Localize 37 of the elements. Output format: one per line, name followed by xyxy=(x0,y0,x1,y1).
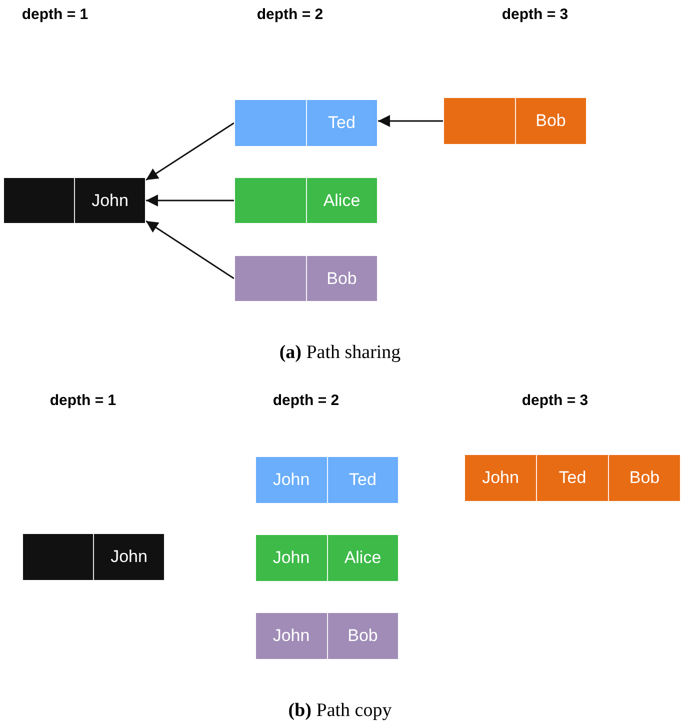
record-box xyxy=(255,534,399,582)
depth-heading: depth = 1 xyxy=(50,392,116,409)
depth-heading: depth = 2 xyxy=(256,6,324,23)
field-text: Bob xyxy=(326,268,357,288)
field-text: Bob xyxy=(348,626,378,646)
record-box xyxy=(255,612,399,660)
field-text: Bob xyxy=(629,468,660,488)
field-text: Bob xyxy=(536,111,566,131)
field-text: John xyxy=(110,547,148,567)
field-text: Ted xyxy=(349,470,376,490)
record-box xyxy=(234,99,378,147)
field-text: John xyxy=(92,190,128,210)
record-box xyxy=(464,454,681,502)
field-text: Alice xyxy=(344,548,382,568)
field-text: John xyxy=(272,626,310,646)
record-box xyxy=(22,533,165,581)
field-text: John xyxy=(272,548,310,568)
record-box xyxy=(255,456,399,504)
figure-caption: (a) Path sharing xyxy=(279,342,401,364)
depth-heading: depth = 1 xyxy=(22,6,88,23)
field-text: John xyxy=(272,470,310,490)
record-box xyxy=(234,255,378,302)
arrow xyxy=(146,122,234,181)
depth-heading: depth = 3 xyxy=(522,392,588,409)
field-text: Alice xyxy=(323,190,360,210)
record-box xyxy=(443,97,587,145)
figure-caption: (b) Path copy xyxy=(288,700,392,722)
field-text: Ted xyxy=(558,468,586,488)
depth-heading: depth = 2 xyxy=(272,392,340,409)
record-box xyxy=(3,177,146,224)
record-box xyxy=(234,177,378,224)
depth-heading: depth = 3 xyxy=(502,6,568,23)
field-text: Ted xyxy=(328,113,356,133)
field-text: John xyxy=(482,468,519,488)
arrow xyxy=(146,220,234,280)
arrow xyxy=(378,115,443,127)
arrow xyxy=(146,194,234,206)
